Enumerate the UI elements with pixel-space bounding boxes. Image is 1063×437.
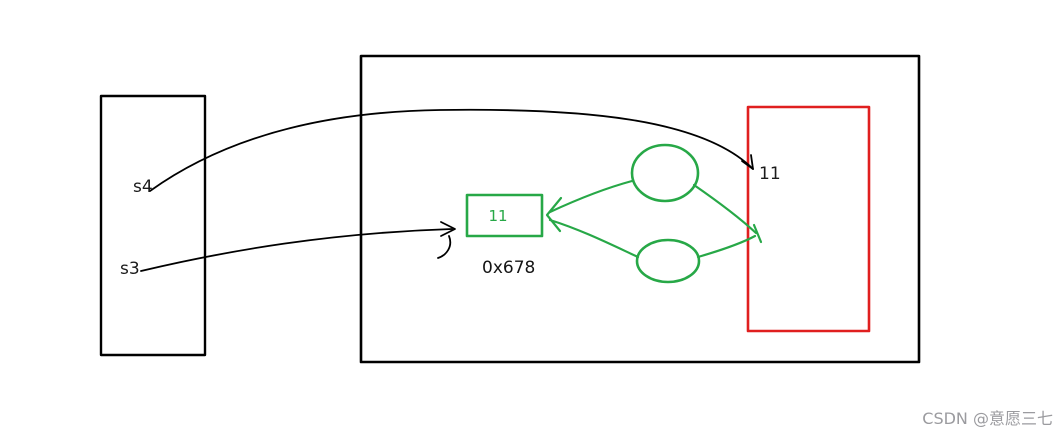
- left-variable-box: [99, 94, 207, 357]
- green-value-box: [465, 193, 544, 238]
- green-box-value: 11: [488, 207, 507, 225]
- outer-heap-box: [359, 54, 921, 364]
- green-link-upper-right: [692, 183, 758, 235]
- green-link-lower-right: [696, 234, 757, 259]
- green-tick-right-icon: [752, 223, 763, 244]
- green-link-lower: [548, 218, 640, 259]
- s4-label: s4: [133, 177, 153, 197]
- s3-label: s3: [120, 259, 140, 279]
- red-region-box: [746, 105, 871, 333]
- green-link-upper: [548, 179, 634, 214]
- green-arrowhead-left-icon: [545, 196, 563, 233]
- s4-pointer-arrow: [149, 108, 754, 192]
- s3-arrowhead-icon: [440, 221, 456, 237]
- s3-pointer-arrow: [140, 228, 453, 272]
- s4-arrowhead-icon: [741, 154, 754, 170]
- top-ellipse: [630, 143, 700, 203]
- s3-pen-squiggle: [437, 235, 452, 259]
- bottom-ellipse: [635, 238, 701, 284]
- red-box-value: 11: [759, 164, 781, 184]
- address-label: 0x678: [482, 258, 535, 278]
- watermark-text: CSDN @意愿三七: [922, 409, 1053, 428]
